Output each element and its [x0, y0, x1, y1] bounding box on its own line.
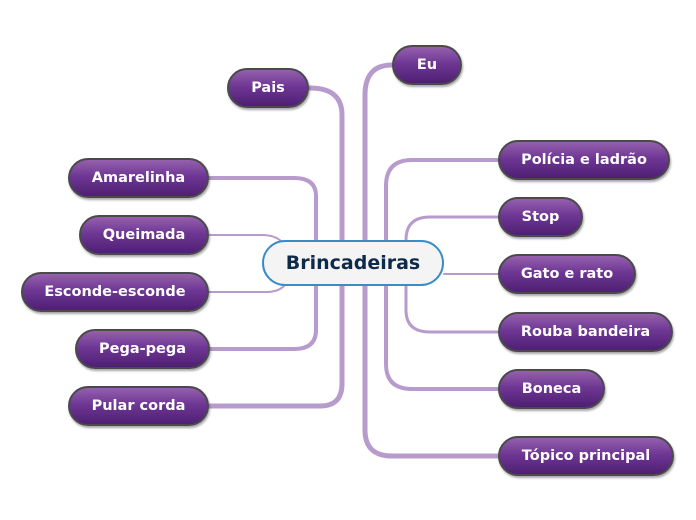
topic-topico-principal[interactable]: Tópico principal [498, 436, 674, 476]
topic-eu[interactable]: Eu [392, 45, 462, 85]
connector-pais [205, 85, 345, 409]
connector-queimada [209, 234, 283, 243]
central-topic[interactable]: Brincadeiras [262, 240, 444, 286]
topic-stop[interactable]: Stop [498, 197, 583, 237]
connector-esconde [207, 285, 285, 293]
connector-eu [362, 62, 503, 459]
topic-queimada[interactable]: Queimada [79, 215, 209, 255]
topic-boneca[interactable]: Boneca [498, 369, 605, 409]
topic-esconde-esconde[interactable]: Esconde-esconde [21, 272, 209, 312]
topic-rouba-bandeira[interactable]: Rouba bandeira [498, 312, 673, 352]
topic-gato-e-rato[interactable]: Gato e rato [498, 254, 636, 294]
topic-pais[interactable]: Pais [227, 68, 309, 108]
topic-pega-pega[interactable]: Pega-pega [75, 329, 210, 369]
topic-policia-e-ladrao[interactable]: Polícia e ladrão [498, 140, 670, 180]
topic-amarelinha[interactable]: Amarelinha [68, 158, 209, 198]
topic-pular-corda[interactable]: Pular corda [68, 386, 209, 426]
